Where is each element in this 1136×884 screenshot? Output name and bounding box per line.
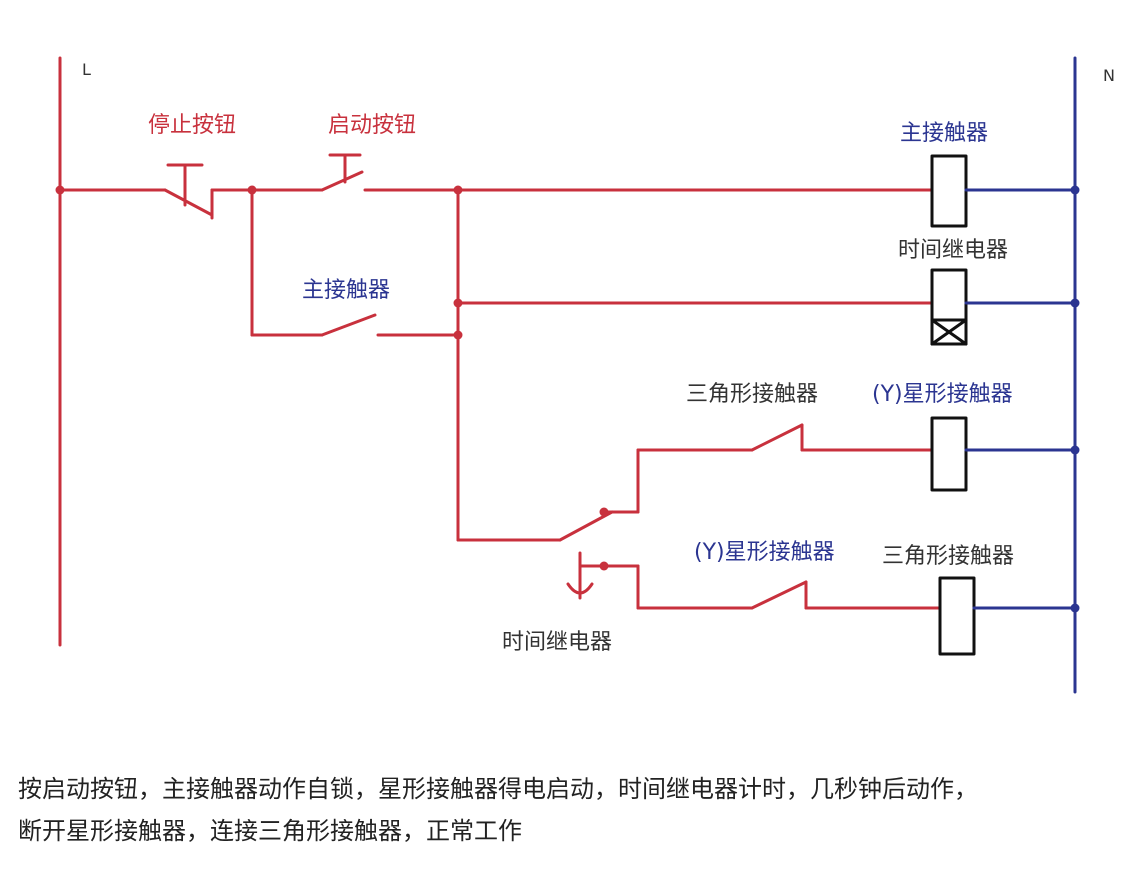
timer-relay-contact-label: 时间继电器 <box>502 630 613 655</box>
timer-delay-symbol <box>566 551 610 600</box>
start-button-symbol <box>250 153 460 192</box>
line-n-label: N <box>1103 66 1115 85</box>
caption-line-1: 按启动按钮，主接触器动作自锁，星形接触器得电启动，时间继电器计时，几秒钟后动作， <box>18 775 978 803</box>
caption-text: 按启动按钮，主接触器动作自锁，星形接触器得电启动，时间继电器计时，几秒钟后动作，… <box>18 768 1128 852</box>
timer-relay-coil <box>930 268 968 346</box>
delta-contactor-nc-contact <box>750 423 934 452</box>
main-contactor-coil-label: 主接触器 <box>900 121 989 146</box>
caption-line-2: 断开星形接触器，连接三角形接触器，正常工作 <box>18 817 522 845</box>
timer-relay-changeover-contact <box>456 448 754 542</box>
stop-button-label: 停止按钮 <box>148 113 237 138</box>
star-contactor-contact-label: (Y)星形接触器 <box>694 540 835 565</box>
star-contactor-nc-contact <box>606 564 942 610</box>
main-contactor-contact-symbol <box>250 188 460 337</box>
main-contactor-contact-label: 主接触器 <box>302 278 391 303</box>
junction-dots <box>55 185 1080 613</box>
delta-contactor-contact-label: 三角形接触器 <box>686 382 819 407</box>
line-l-label: L <box>82 60 91 79</box>
star-contactor-coil-label: (Y)星形接触器 <box>872 382 1013 407</box>
delta-contactor-coil-label: 三角形接触器 <box>882 544 1015 569</box>
star-contactor-coil <box>930 416 968 492</box>
timer-relay-coil-label: 时间继电器 <box>898 238 1009 263</box>
delta-contactor-coil <box>938 576 976 656</box>
circuit-diagram <box>55 56 1080 694</box>
stop-button-symbol <box>58 163 254 220</box>
start-button-label: 启动按钮 <box>328 113 417 138</box>
main-contactor-coil <box>930 154 968 228</box>
